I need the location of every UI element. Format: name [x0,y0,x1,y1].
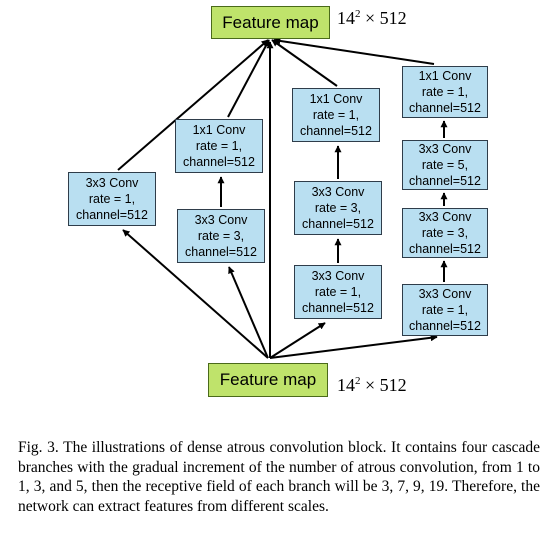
block-text-line: rate = 5, [421,158,469,172]
block-text-line: 1x1 Conv [309,92,363,106]
block-text-line: 3x3 Conv [418,210,472,224]
block-text-line: 3x3 Conv [311,185,365,199]
block-text-line: rate = 3, [421,226,469,240]
block-text-line: rate = 3, [197,229,245,243]
branch-3-conv3x3-rate3-block: 3x3 Conv rate = 3, channel=512 [294,181,382,235]
arrow-to-branch-2 [228,266,269,359]
branch-3-conv1x1-rate1-block: 1x1 Conv rate = 1, channel=512 [292,88,380,142]
figure-caption: Fig. 3. The illustrations of dense atrou… [18,439,540,515]
branch-1-conv3x3-rate1-block: 3x3 Conv rate = 1, channel=512 [68,172,156,226]
block-text-line: rate = 1, [312,108,360,122]
branch-4-conv1x1-rate1-block: 1x1 Conv rate = 1, channel=512 [402,66,488,118]
block-text-line: 3x3 Conv [85,176,139,190]
bottom-feature-map: Feature map [208,363,328,397]
block-text-line: 1x1 Conv [192,123,246,137]
block-text-line: channel=512 [409,242,481,256]
block-text-line: rate = 1, [421,303,469,317]
arrow-layer [117,37,448,359]
bottom-feature-map-label: Feature map [219,370,317,389]
block-text-line: 1x1 Conv [418,69,472,83]
block-text-line: channel=512 [409,101,481,115]
block-text-line: 3x3 Conv [311,269,365,283]
block-text-line: channel=512 [302,217,374,231]
arrow-branch-2-out [227,39,270,118]
block-text-line: channel=512 [76,208,148,222]
arrow-to-branch-1 [122,229,269,359]
branch-4-conv3x3-rate3-block: 3x3 Conv rate = 3, channel=512 [402,208,488,258]
block-text-line: channel=512 [409,174,481,188]
branch-4-conv3x3-rate5-block: 3x3 Conv rate = 5, channel=512 [402,140,488,190]
bottom-feature-map-dimension: 142 × 512 [337,375,407,395]
block-text-line: 3x3 Conv [418,142,472,156]
block-text-line: rate = 1, [195,139,243,153]
branch-3-conv3x3-rate1-block: 3x3 Conv rate = 1, channel=512 [294,265,382,319]
top-feature-map-dimension: 142 × 512 [337,8,407,28]
top-feature-map-label: Feature map [222,12,319,32]
block-text-line: channel=512 [183,155,255,169]
block-text-line: rate = 1, [421,85,469,99]
arrow-branch-1-out [117,39,269,171]
block-text-line: 3x3 Conv [418,287,472,301]
block-text-line: channel=512 [409,319,481,333]
arrow-to-branch-4 [269,334,438,359]
block-text-line: rate = 1, [88,192,136,206]
branch-2-conv1x1-rate1-block: 1x1 Conv rate = 1, channel=512 [175,119,263,173]
block-text-line: channel=512 [302,301,374,315]
arrow-branch-3-out [271,39,338,87]
branch-2-conv3x3-rate3-block: 3x3 Conv rate = 3, channel=512 [177,209,265,263]
block-text-line: rate = 1, [314,285,362,299]
block-text-line: channel=512 [185,245,257,259]
top-feature-map: Feature map [211,6,330,39]
arrow-branch-4-out [273,37,435,65]
block-text-line: rate = 3, [314,201,362,215]
block-text-line: 3x3 Conv [194,213,248,227]
arrow-to-branch-3 [269,322,326,359]
block-text-line: channel=512 [300,124,372,138]
branch-4-conv3x3-rate1-block: 3x3 Conv rate = 1, channel=512 [402,284,488,336]
